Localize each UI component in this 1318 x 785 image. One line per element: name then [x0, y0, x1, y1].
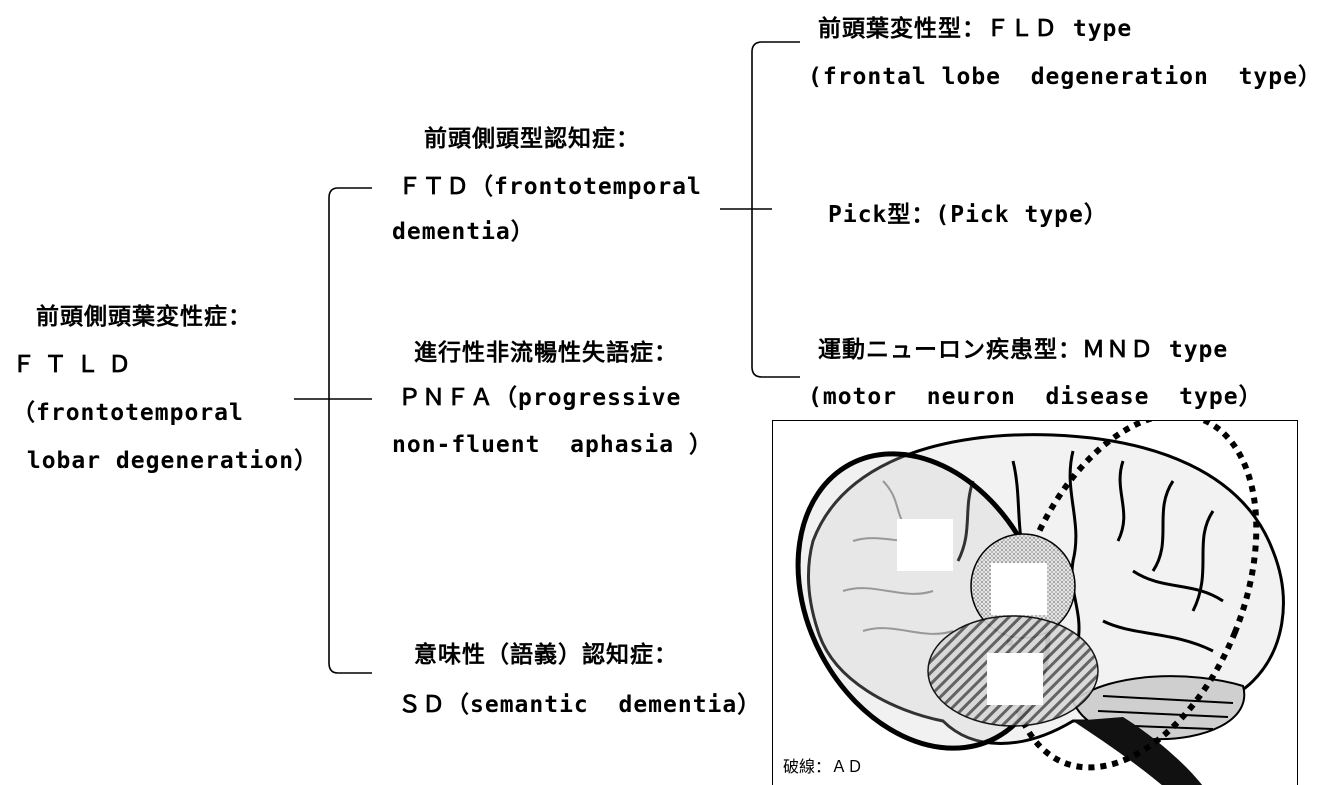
fld-line2: (frontal lobe degeneration type） — [808, 64, 1318, 90]
root-title: 前頭側頭葉変性症： — [36, 304, 252, 330]
label-square-3 — [987, 653, 1043, 705]
brain-figure: 破線：ＡＤ — [772, 420, 1298, 785]
pnfa-line1: ＰＮＦＡ（progressive — [398, 385, 682, 411]
root-abbr: ＦＴＬＤ — [12, 352, 140, 378]
brain-illustration — [795, 421, 1285, 785]
root-en-line2: lobar degeneration） — [12, 448, 319, 474]
left-bracket — [328, 187, 372, 674]
ftd-line1: ＦＴＤ（frontotemporal — [398, 174, 702, 200]
pnfa-title: 進行性非流暢性失語症： — [414, 340, 678, 366]
root-en-line1: （frontotemporal — [12, 400, 244, 426]
mnd-line1: 運動ニューロン疾患型：ＭＮＤ type — [818, 337, 1229, 363]
ftd-line2: dementia） — [392, 219, 535, 245]
fld-line1: 前頭葉変性型：ＦＬＤ type — [818, 16, 1133, 42]
ftd-title: 前頭側頭型認知症： — [424, 126, 640, 152]
figure-caption: 破線：ＡＤ — [781, 753, 866, 777]
sd-title: 意味性（語義）認知症： — [414, 642, 678, 668]
label-square-2 — [991, 563, 1047, 615]
sd-line1: ＳＤ（semantic dementia） — [398, 692, 762, 718]
mnd-line2: (motor neuron disease type） — [808, 384, 1263, 410]
label-square-1 — [897, 519, 953, 571]
pnfa-line2: non-fluent aphasia ） — [392, 432, 713, 458]
pick-line1: Pick型：(Pick type） — [828, 202, 1108, 228]
right-bracket — [751, 41, 800, 378]
